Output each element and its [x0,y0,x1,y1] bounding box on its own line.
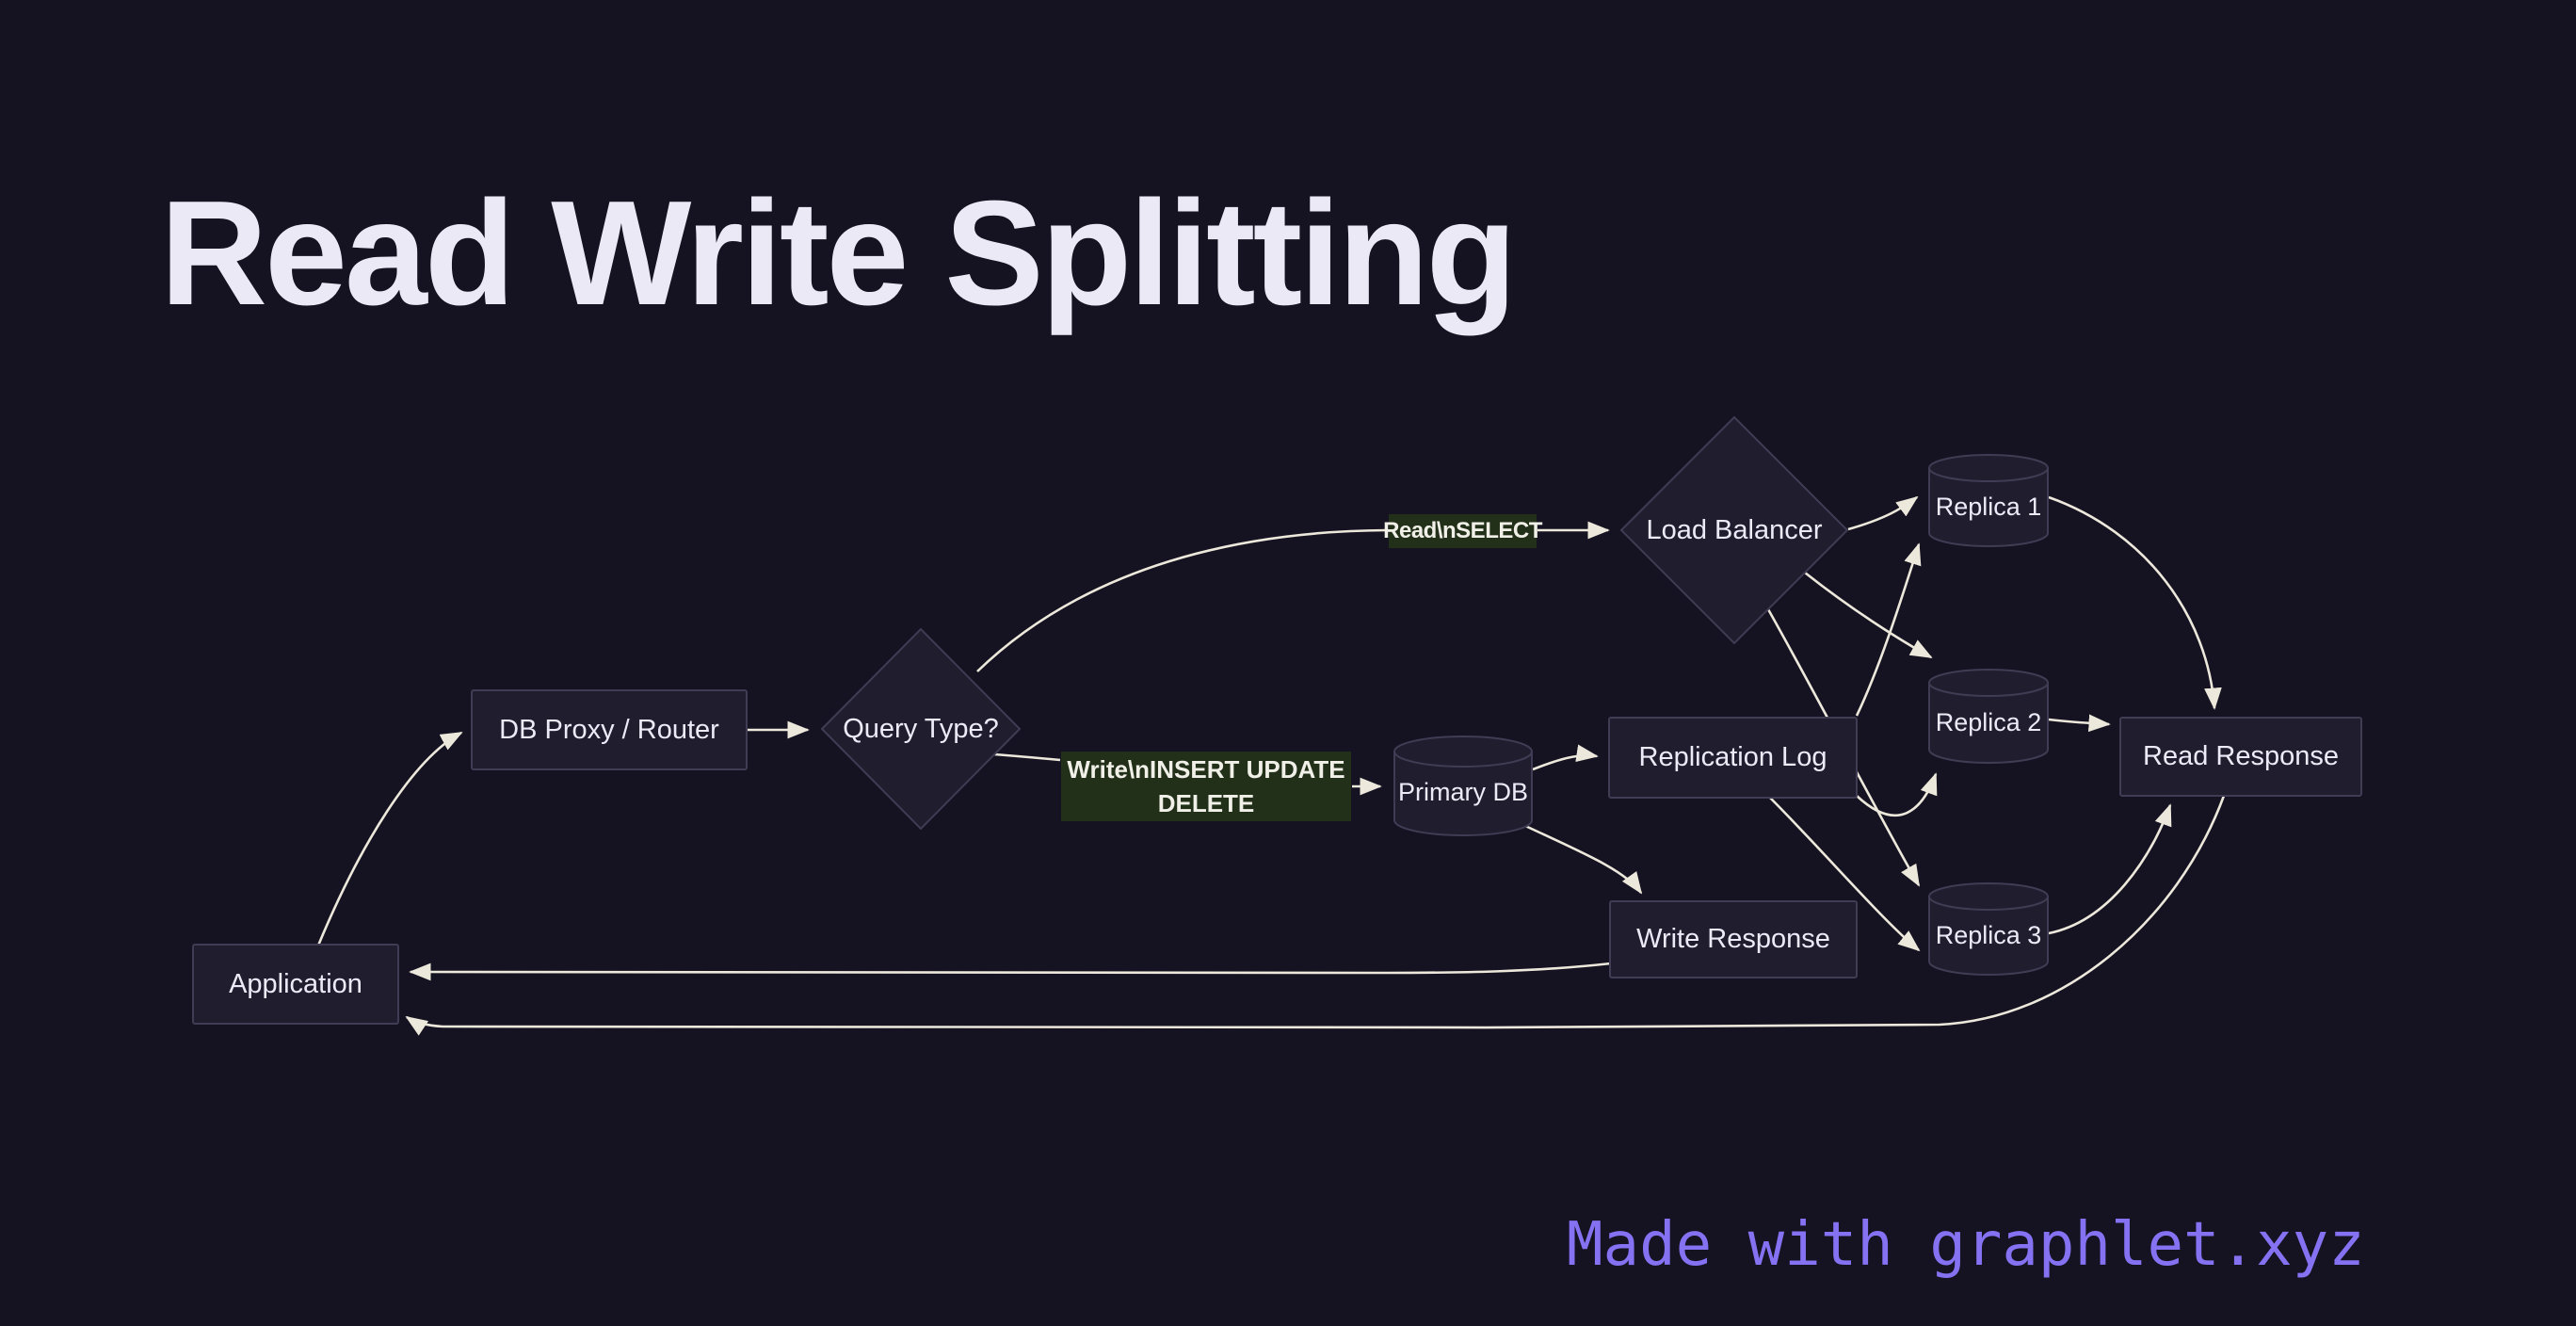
edge-loadbalancer-replica2 [1804,571,1933,659]
node-primary-db-label: Primary DB [1397,778,1528,806]
edge-readresponse-application [405,795,2226,1036]
node-load-balancer-label: Load Balancer [1646,514,1823,545]
node-replication-log-label: Replication Log [1638,742,1827,772]
node-replica-3[interactable]: Replica 3 [1929,883,2048,975]
node-write-response-label: Write Response [1636,924,1830,954]
node-replica2-shape [1928,669,2049,764]
node-replica3-shape [1928,882,2049,976]
edge-replicationlog-replica3 [1769,797,1921,952]
node-query-type[interactable]: Query Type? [822,629,1020,829]
edge-replicationlog-replica2 [1856,772,1938,817]
node-querytype-shape [820,627,1022,831]
node-db-proxy-label: DB Proxy / Router [499,714,719,745]
node-replica-2[interactable]: Replica 2 [1929,670,2048,763]
edge-querytype-writelabel [993,752,1061,762]
node-primarydb-shape [1393,736,1533,836]
edge-application-dbproxy [316,731,463,946]
edge-primarydb-writeresponse [1522,823,1643,895]
edge-loadbalancer-replica1 [1847,495,1919,531]
edge-label-read: Read\nSELECT [1383,514,1542,548]
edge-replica2-readresponse [2048,714,2111,733]
node-query-type-label: Query Type? [843,713,999,744]
node-replica1-shape [1928,454,2049,547]
edge-replicationlog-replica1 [1855,542,1922,717]
node-read-response[interactable]: Read Response [2120,718,2361,796]
edge-replica3-readresponse [2048,803,2172,935]
edge-label-write: Write\nINSERT UPDATE DELETE [1061,752,1351,821]
node-write-response[interactable]: Write Response [1610,901,1857,978]
node-replicationlog-shape [1608,717,1858,799]
edge-primarydb-replicationlog [1532,744,1599,771]
node-load-balancer[interactable]: Load Balancer [1621,417,1847,643]
graphlet-attribution-link[interactable]: Made with graphlet.xyz [1567,1210,2365,1280]
node-replica-1-label: Replica 1 [1935,493,2042,521]
node-primary-db[interactable]: Primary DB [1394,736,1532,835]
edge-writeresponse-application [409,962,1612,981]
page-title: Read Write Splitting [160,170,1517,336]
node-application-shape [192,944,399,1025]
node-db-proxy[interactable]: DB Proxy / Router [472,690,747,769]
node-readresponse-shape [2119,717,2362,797]
edge-label-read-text: Read\nSELECT [1383,518,1542,543]
node-replica-1[interactable]: Replica 1 [1929,455,2048,546]
node-writeresponse-shape [1609,900,1858,978]
edge-querytype-readlabel [976,528,1388,672]
edge-replica1-readresponse [2048,495,2222,710]
node-replica-3-label: Replica 3 [1935,921,2042,949]
edge-label-write-text: Write\nINSERT UPDATE DELETE [1067,755,1345,817]
node-replication-log[interactable]: Replication Log [1609,718,1857,798]
node-dbproxy-shape [471,689,748,770]
node-application[interactable]: Application [193,945,398,1024]
node-application-label: Application [229,968,362,999]
node-read-response-label: Read Response [2143,741,2339,771]
node-replica-2-label: Replica 2 [1935,708,2042,736]
node-loadbalancer-shape [1619,415,1849,645]
